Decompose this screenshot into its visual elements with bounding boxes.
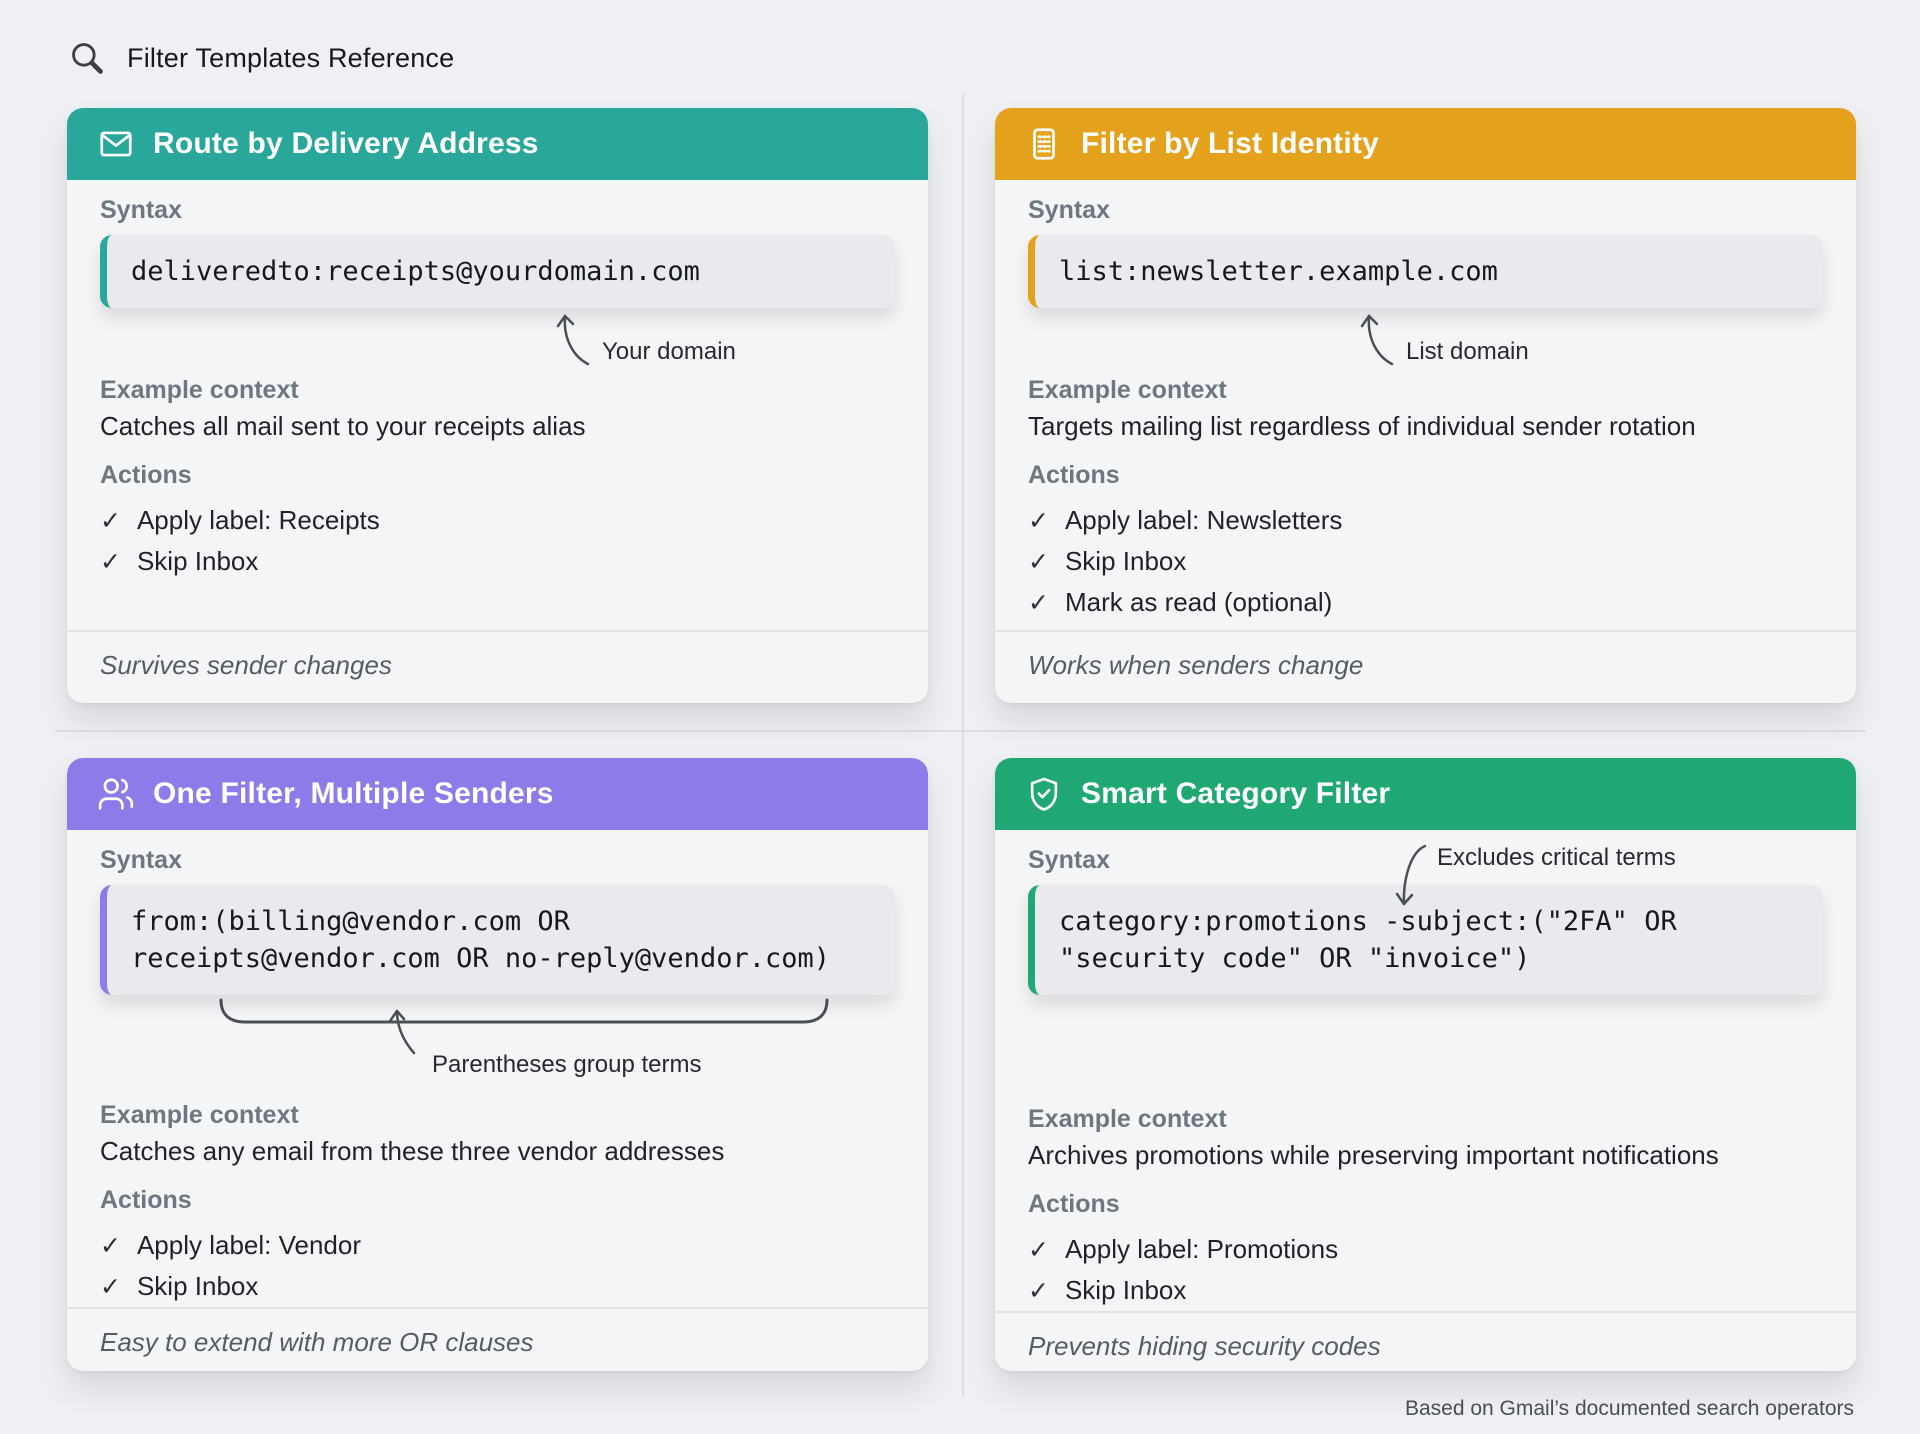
card-header: Smart Category Filter xyxy=(995,758,1856,830)
action-text: Skip Inbox xyxy=(1064,1275,1187,1305)
check-icon: ✓ xyxy=(1028,1277,1049,1305)
card-header: Route by Delivery Address xyxy=(67,108,928,180)
code-line: deliveredto:receipts@yourdomain.com xyxy=(131,256,700,287)
card-title: Filter by List Identity xyxy=(1081,127,1379,160)
horizontal-divider xyxy=(55,730,1866,732)
card-footnote: Works when senders change xyxy=(995,630,1856,703)
code-line: "security code" OR "invoice") xyxy=(1059,943,1531,974)
cards-grid: Route by Delivery Address Syntax deliver… xyxy=(55,94,1866,1397)
syntax-label: Syntax xyxy=(100,846,182,874)
actions-label: Actions xyxy=(1028,461,1120,489)
context-text: Catches any email from these three vendo… xyxy=(100,1136,725,1166)
action-text: Skip Inbox xyxy=(136,546,259,576)
actions-label: Actions xyxy=(1028,1190,1120,1218)
actions-list: ✓ Apply label: Promotions ✓ Skip Inbox xyxy=(1028,1229,1823,1311)
page-footer: Based on Gmail’s documented search opera… xyxy=(55,1397,1854,1421)
actions-label: Actions xyxy=(100,1186,192,1214)
annotation-label: List domain xyxy=(1406,338,1529,365)
action-text: Apply label: Newsletters xyxy=(1064,505,1343,535)
syntax-code: from:(billing@vendor.com OR receipts@ven… xyxy=(100,885,895,995)
syntax-label: Syntax xyxy=(1028,846,1110,874)
syntax-label: Syntax xyxy=(100,196,182,224)
card-filter-by-list-identity: Filter by List Identity Syntax list:news… xyxy=(995,108,1856,703)
context-label: Example context xyxy=(1028,376,1227,404)
action-item: ✓ Skip Inbox xyxy=(1028,541,1823,582)
code-line: list:newsletter.example.com xyxy=(1059,256,1498,287)
action-text: Apply label: Promotions xyxy=(1064,1234,1339,1264)
vertical-divider xyxy=(962,94,964,1397)
action-text: Apply label: Vendor xyxy=(136,1230,361,1260)
action-text: Skip Inbox xyxy=(136,1271,259,1301)
syntax-code: deliveredto:receipts@yourdomain.com xyxy=(100,235,895,308)
envelope-icon xyxy=(97,125,135,163)
context-text: Archives promotions while preserving imp… xyxy=(1028,1140,1719,1170)
curved-arrow-up-icon xyxy=(388,1009,416,1055)
card-body: Syntax from:(billing@vendor.com OR recei… xyxy=(67,830,928,1307)
annotation-label: Parentheses group terms xyxy=(432,1051,702,1078)
action-text: Mark as read (optional) xyxy=(1064,587,1333,617)
card-title: One Filter, Multiple Senders xyxy=(153,777,554,810)
annotation: List domain xyxy=(1350,306,1823,368)
card-header: Filter by List Identity xyxy=(995,108,1856,180)
action-text: Skip Inbox xyxy=(1064,546,1187,576)
check-icon: ✓ xyxy=(1028,1236,1049,1264)
curved-arrow-up-icon xyxy=(556,314,590,366)
card-title: Smart Category Filter xyxy=(1081,777,1391,810)
syntax-code: category:promotions -subject:("2FA" OR "… xyxy=(1028,885,1823,995)
code-line: receipts@vendor.com OR no-reply@vendor.c… xyxy=(131,943,830,974)
actions-list: ✓ Apply label: Vendor ✓ Skip Inbox xyxy=(100,1225,895,1307)
code-line: from:(billing@vendor.com OR xyxy=(131,906,570,937)
context-label: Example context xyxy=(100,376,299,404)
syntax-label: Syntax xyxy=(1028,196,1110,224)
annotation-label: Your domain xyxy=(602,338,736,365)
code-line: category:promotions -subject:("2FA" OR xyxy=(1059,906,1677,937)
action-item: ✓ Mark as read (optional) xyxy=(1028,582,1823,623)
underbrace-icon xyxy=(219,998,829,1024)
check-icon: ✓ xyxy=(1028,589,1049,617)
page-title: Filter Templates Reference xyxy=(127,42,455,73)
list-icon xyxy=(1025,125,1063,163)
actions-list: ✓ Apply label: Receipts ✓ Skip Inbox xyxy=(100,500,895,582)
search-icon xyxy=(67,38,107,78)
action-item: ✓ Skip Inbox xyxy=(1028,1270,1823,1311)
card-header: One Filter, Multiple Senders xyxy=(67,758,928,830)
check-icon: ✓ xyxy=(100,548,121,576)
card-footnote: Prevents hiding security codes xyxy=(995,1311,1856,1371)
context-text: Catches all mail sent to your receipts a… xyxy=(100,411,586,441)
card-body: Syntax Excludes critical terms category:… xyxy=(995,830,1856,1311)
syntax-code: list:newsletter.example.com xyxy=(1028,235,1823,308)
check-icon: ✓ xyxy=(1028,548,1049,576)
card-body: Syntax deliveredto:receipts@yourdomain.c… xyxy=(67,180,928,630)
check-icon: ✓ xyxy=(100,1273,121,1301)
check-icon: ✓ xyxy=(100,1232,121,1260)
action-item: ✓ Skip Inbox xyxy=(100,541,895,582)
annotation: Your domain xyxy=(546,306,895,368)
card-route-by-delivery-address: Route by Delivery Address Syntax deliver… xyxy=(67,108,928,703)
shield-check-icon xyxy=(1025,775,1063,813)
attribution-note: Based on Gmail’s documented search opera… xyxy=(1404,1397,1854,1420)
context-text: Targets mailing list regardless of indiv… xyxy=(1028,411,1696,441)
action-item: ✓ Apply label: Vendor xyxy=(100,1225,895,1266)
card-smart-category-filter: Smart Category Filter Syntax Excludes cr… xyxy=(995,758,1856,1371)
actions-label: Actions xyxy=(100,461,192,489)
check-icon: ✓ xyxy=(1028,507,1049,535)
page-header: Filter Templates Reference xyxy=(55,38,1856,78)
context-label: Example context xyxy=(1028,1105,1227,1133)
context-label: Example context xyxy=(100,1101,299,1129)
actions-list: ✓ Apply label: Newsletters ✓ Skip Inbox ✓ M… xyxy=(1028,500,1823,623)
card-footnote: Survives sender changes xyxy=(67,630,928,703)
annotation: Parentheses group terms xyxy=(100,995,895,1095)
action-item: ✓ Skip Inbox xyxy=(100,1266,895,1307)
action-text: Apply label: Receipts xyxy=(136,505,380,535)
action-item: ✓ Apply label: Promotions xyxy=(1028,1229,1823,1270)
curved-arrow-up-icon xyxy=(1360,314,1394,366)
card-footnote: Easy to extend with more OR clauses xyxy=(67,1307,928,1371)
check-icon: ✓ xyxy=(100,507,121,535)
action-item: ✓ Apply label: Newsletters xyxy=(1028,500,1823,541)
card-title: Route by Delivery Address xyxy=(153,127,539,160)
users-icon xyxy=(97,775,135,813)
action-item: ✓ Apply label: Receipts xyxy=(100,500,895,541)
card-one-filter-multiple-senders: One Filter, Multiple Senders Syntax from… xyxy=(67,758,928,1371)
card-body: Syntax list:newsletter.example.com List … xyxy=(995,180,1856,630)
